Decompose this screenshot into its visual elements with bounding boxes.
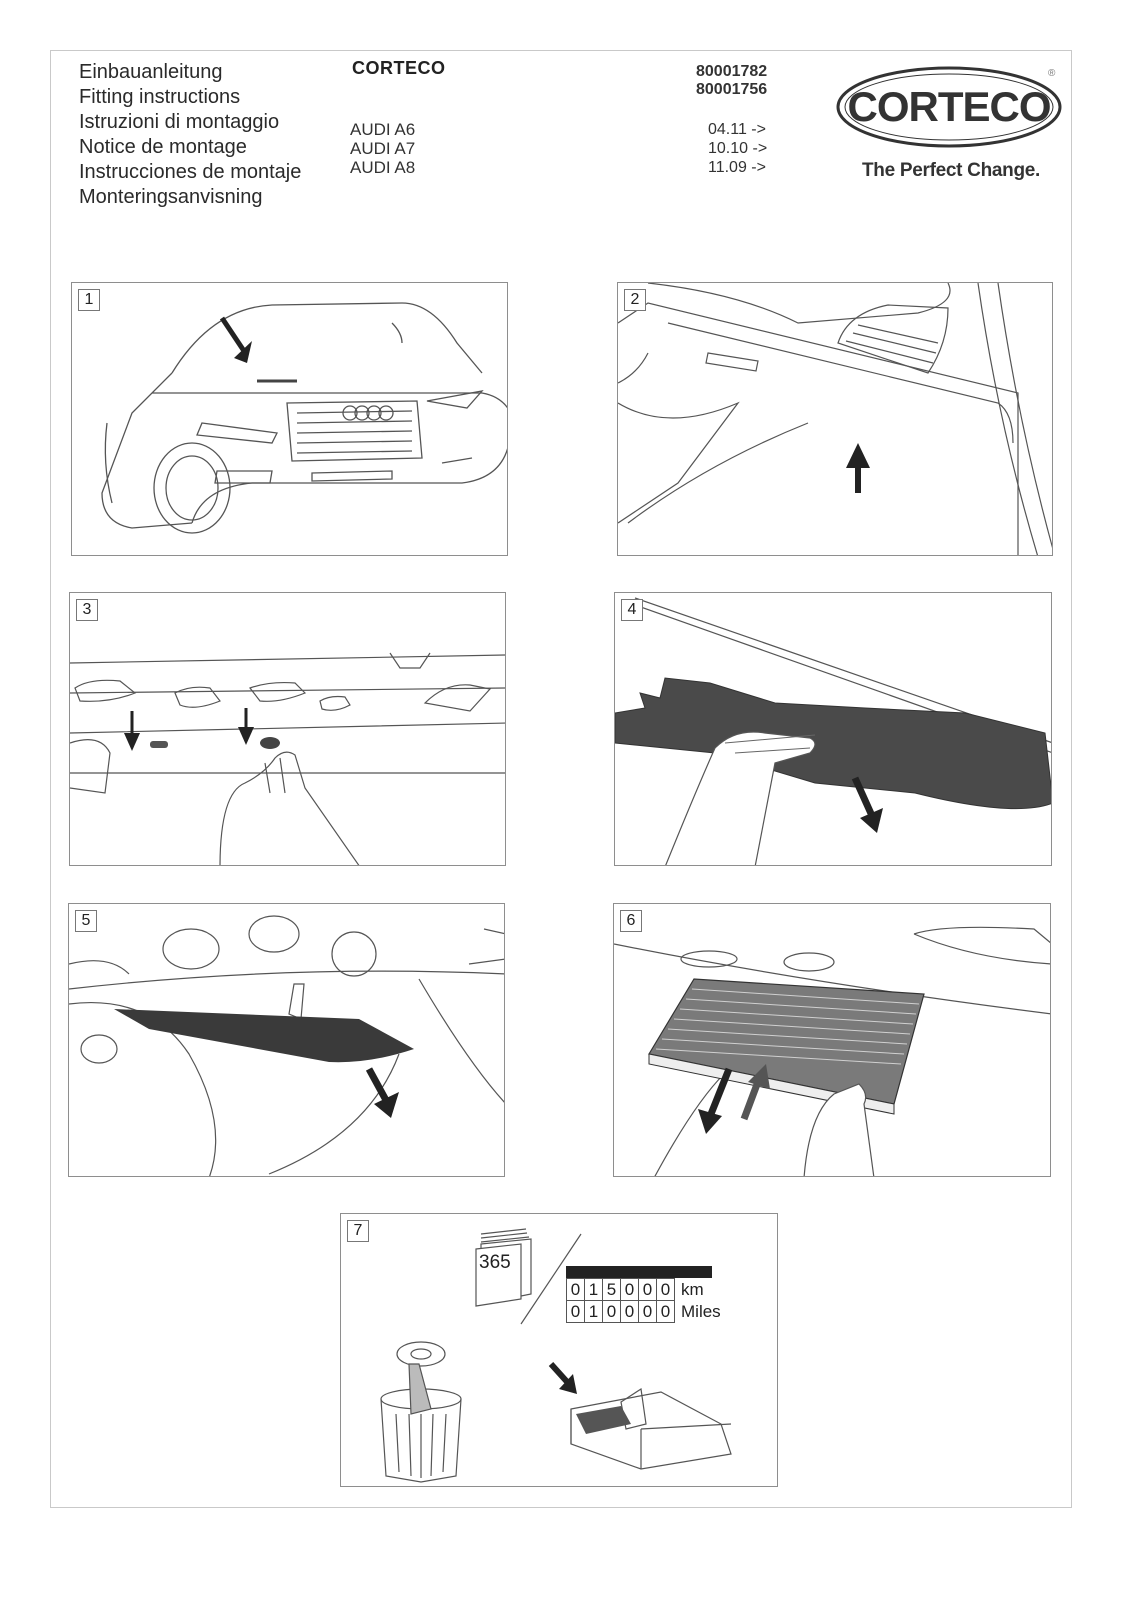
odometer-bar <box>566 1266 712 1278</box>
miles-digit: 0 <box>620 1300 639 1323</box>
page-frame <box>50 50 1072 1508</box>
km-digit: 5 <box>602 1278 621 1301</box>
title-en: Fitting instructions <box>79 86 241 108</box>
km-row: 0 1 5 0 0 0 km <box>566 1278 721 1301</box>
miles-unit: Miles <box>681 1301 721 1321</box>
miles-digit: 1 <box>584 1300 603 1323</box>
title-sv: Monteringsanvisning <box>79 186 263 208</box>
km-digit: 0 <box>656 1278 675 1301</box>
model-item: AUDI A7 <box>350 139 416 158</box>
miles-digit: 0 <box>638 1300 657 1323</box>
logo-tagline: The Perfect Change. <box>862 160 1041 181</box>
miles-row: 0 1 0 0 0 0 Miles <box>566 1300 721 1323</box>
vehicle-models: AUDI A6 AUDI A7 AUDI A8 <box>350 120 415 177</box>
step-6-panel: 6 <box>613 903 1051 1177</box>
miles-digit: 0 <box>656 1300 675 1323</box>
step-number: 1 <box>78 289 100 311</box>
corteco-logo: CORTECO <box>834 64 1064 150</box>
step-3-panel: 3 <box>69 592 506 866</box>
disposal-illustration <box>380 1228 732 1483</box>
step-7-panel: 7 365 0 1 5 0 0 <box>340 1213 778 1487</box>
car-front-illustration <box>101 302 507 534</box>
step-1-panel: 1 <box>71 282 508 556</box>
title-de: Einbauanleitung <box>79 61 223 83</box>
km-digit: 0 <box>620 1278 639 1301</box>
km-unit: km <box>681 1279 704 1299</box>
step-5-panel: 5 <box>68 903 505 1177</box>
step-number: 4 <box>621 599 643 621</box>
odometer-table: 0 1 5 0 0 0 km 0 1 0 0 0 0 Miles <box>566 1278 721 1323</box>
step-number: 3 <box>76 599 98 621</box>
part-number: 80001756 <box>696 81 768 98</box>
logo-ellipse <box>836 66 1062 148</box>
filter-replacement-illustration <box>614 926 1050 1176</box>
model-item: AUDI A6 <box>350 120 416 139</box>
glovebox-illustration <box>618 283 1052 555</box>
miles-digit: 0 <box>602 1300 621 1323</box>
title-fr: Notice de montage <box>79 136 247 158</box>
title-block: Einbauanleitung Fitting instructions Ist… <box>79 60 301 210</box>
model-dates: 04.11 -> 10.10 -> 11.09 -> <box>708 120 767 177</box>
glovebox-lining-illustration <box>615 597 1051 865</box>
model-date: 11.09 -> <box>708 159 766 176</box>
part-number: 80001782 <box>696 63 768 80</box>
clips-illustration <box>70 652 505 865</box>
title-es: Instrucciones de montaje <box>79 161 302 183</box>
step-number: 5 <box>75 910 97 932</box>
step-number: 7 <box>347 1220 369 1242</box>
step-number: 2 <box>624 289 646 311</box>
km-digit: 0 <box>638 1278 657 1301</box>
model-date: 10.10 -> <box>708 140 768 157</box>
step-2-panel: 2 <box>617 282 1053 556</box>
step-number: 6 <box>620 910 642 932</box>
title-it: Istruzioni di montaggio <box>79 111 280 133</box>
km-digit: 1 <box>584 1278 603 1301</box>
odometer: 0 1 5 0 0 0 km 0 1 0 0 0 0 Miles <box>566 1266 721 1323</box>
part-numbers: 80001782 80001756 <box>696 63 767 99</box>
model-date: 04.11 -> <box>708 121 766 138</box>
logo-text: CORTECO <box>847 83 1052 130</box>
step-4-panel: 4 <box>614 592 1052 866</box>
brand-name: CORTECO <box>352 58 446 78</box>
calendar-days-label: 365 <box>479 1252 511 1273</box>
miles-digit: 0 <box>566 1300 585 1323</box>
km-digit: 0 <box>566 1278 585 1301</box>
cover-removal-illustration <box>69 915 504 1176</box>
registered-mark: ® <box>1048 68 1056 79</box>
model-item: AUDI A8 <box>350 158 416 177</box>
